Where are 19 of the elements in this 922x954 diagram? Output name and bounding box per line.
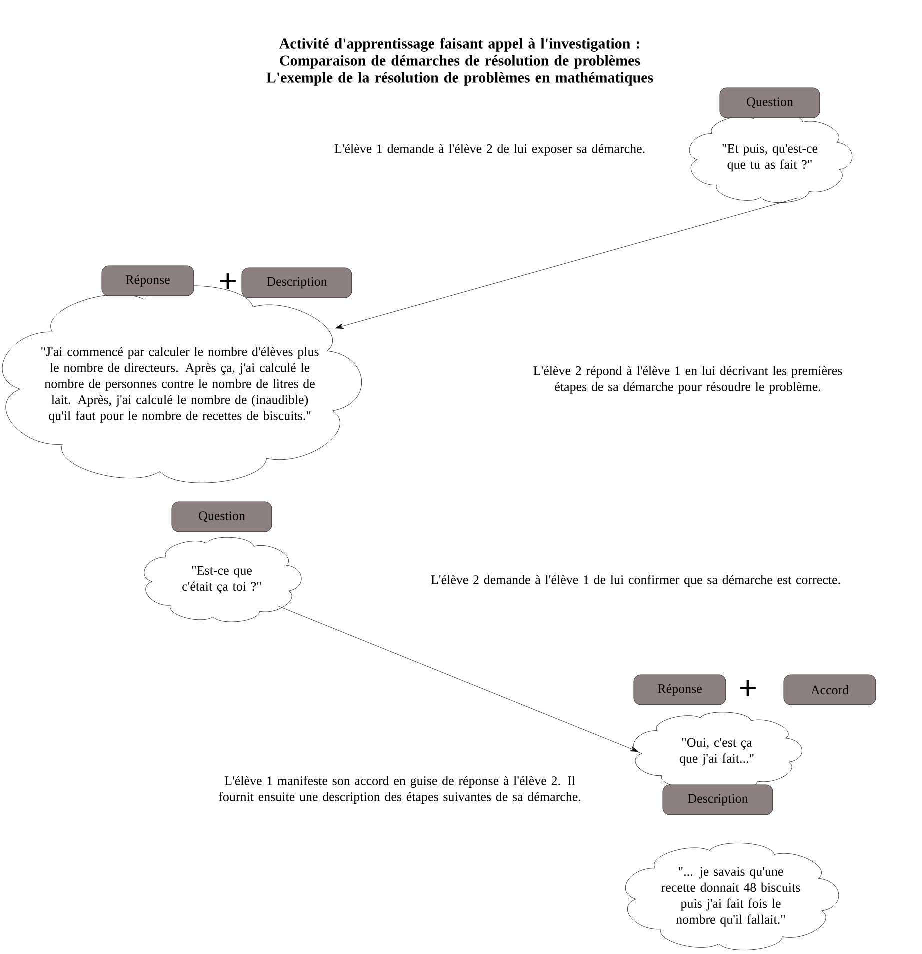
plus-sign: +	[740, 680, 756, 696]
tag-box: Accord	[784, 674, 876, 706]
thought-cloud: "... je savais qu'une recette donnait 48 biscuits puis j'ai fait fois le nombre qu'il fallait."	[625, 843, 840, 950]
tag-box: Réponse	[102, 266, 194, 296]
description-text: L'élève 1 manifeste son accord en guise de réponse à l'élève 2. Il fournit ensuite une description des étapes suivantes de sa démarche.	[219, 776, 581, 804]
arrow	[278, 606, 638, 752]
tag-box: Question	[172, 502, 272, 532]
tag-box: Description	[662, 784, 774, 816]
tag-box: Description	[242, 268, 352, 298]
tag-box: Réponse	[634, 674, 726, 706]
arrow	[336, 198, 798, 329]
description-text: L'élève 2 demande à l'élève 1 de lui confirmer que sa démarche est correcte.	[431, 575, 840, 587]
thought-cloud: "Oui, c'est ça que j'ai fait..."	[634, 712, 802, 792]
description-text: L'élève 2 répond à l'élève 1 en lui décrivant les premières étapes de sa démarche pour résoudre le problème.	[534, 366, 842, 394]
title: Activité d'apprentissage faisant appel à l'investigation : Comparaison de démarches de résolution de problèmes L'exemple de la résolution de problèmes en mathématiques	[266, 38, 654, 86]
thought-cloud: "Et puis, qu'est-ce que tu as fait ?"	[689, 112, 853, 204]
tag-box: Question	[720, 88, 820, 118]
thought-cloud: "Est-ce que c'était ça toi ?"	[144, 537, 302, 622]
description-text: L'élève 1 demande à l'élève 2 de lui exposer sa démarche.	[334, 144, 645, 156]
